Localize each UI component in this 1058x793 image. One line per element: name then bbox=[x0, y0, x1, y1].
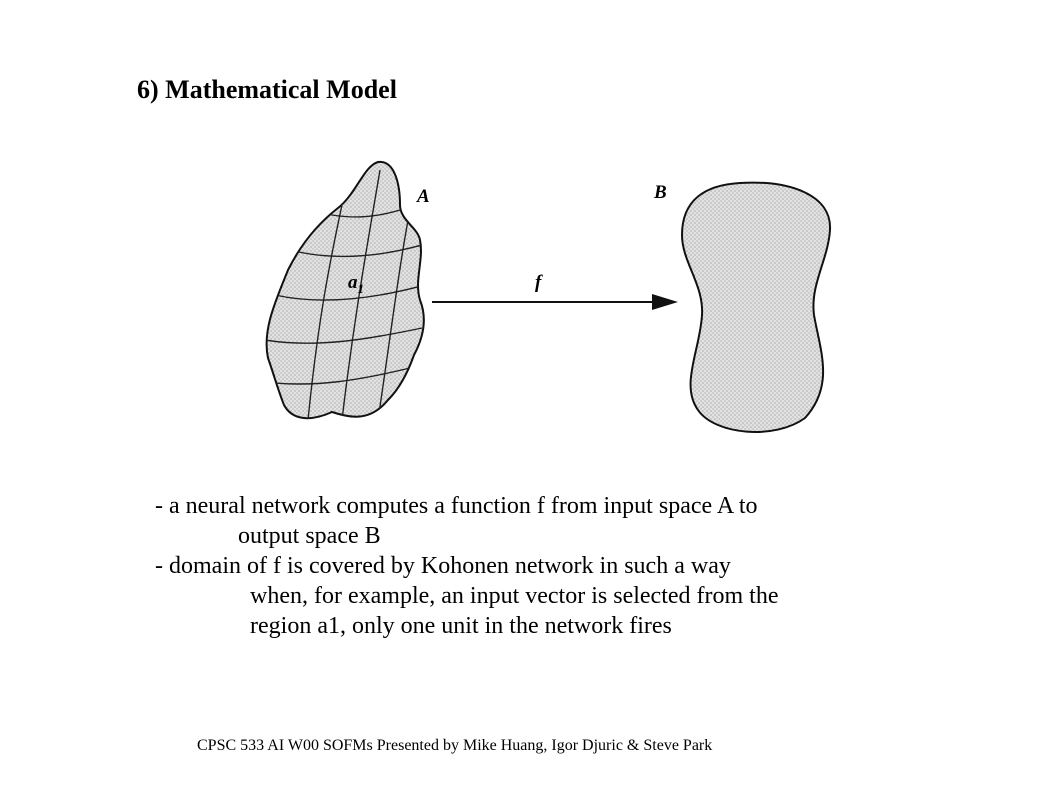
region-a-label: A bbox=[416, 186, 430, 207]
region-b-shape bbox=[680, 181, 832, 433]
point-a1-label: a1 bbox=[348, 272, 364, 296]
bullet-list: - a neural network computes a function f… bbox=[155, 491, 975, 641]
region-b-label: B bbox=[653, 182, 667, 203]
slide-title: 6) Mathematical Model bbox=[137, 75, 397, 104]
mapping-arrow-head bbox=[652, 294, 678, 310]
bullet-line: when, for example, an input vector is se… bbox=[250, 583, 779, 609]
slide-footer: CPSC 533 AI W00 SOFMs Presented by Mike … bbox=[197, 737, 713, 754]
bullet-line: - a neural network computes a function f… bbox=[155, 493, 758, 519]
region-a-shape bbox=[265, 160, 425, 420]
bullet-item: - a neural network computes a function f… bbox=[155, 491, 975, 551]
kohonen-grid bbox=[266, 169, 424, 419]
mapping-diagram: A a1 f B bbox=[265, 160, 832, 433]
bullet-item: - domain of f is covered by Kohonen netw… bbox=[155, 551, 975, 641]
bullet-line: region a1, only one unit in the network … bbox=[250, 613, 672, 639]
bullet-line: output space B bbox=[238, 523, 381, 549]
function-f-label: f bbox=[535, 272, 543, 293]
bullet-line: - domain of f is covered by Kohonen netw… bbox=[155, 553, 731, 579]
